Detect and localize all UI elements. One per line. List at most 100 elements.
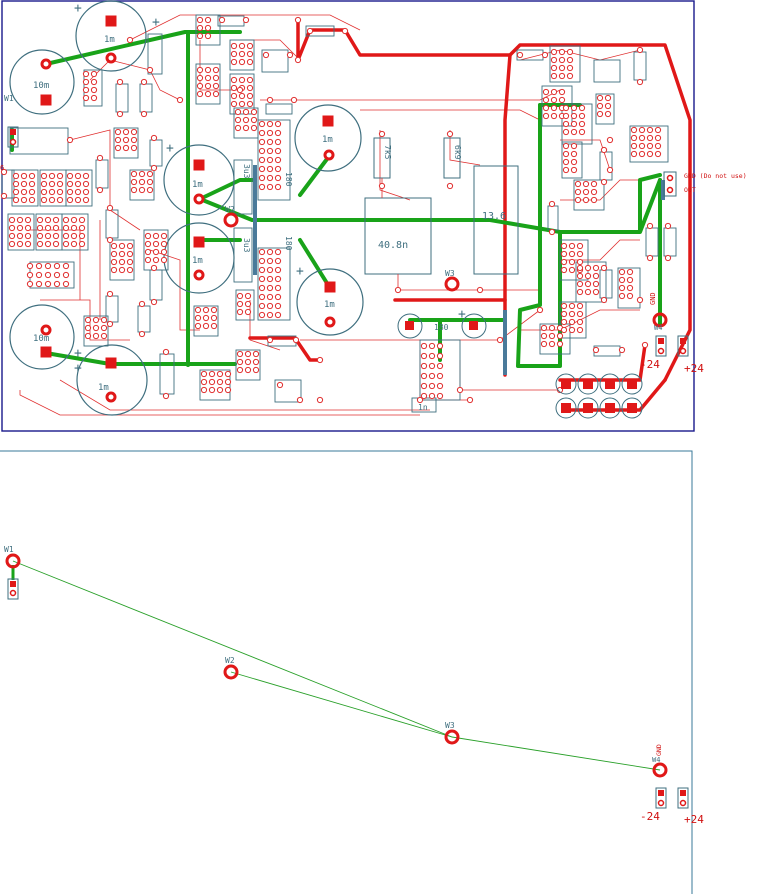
svg-text:1n: 1n	[418, 403, 428, 412]
via-pad	[316, 356, 324, 364]
via-pad	[244, 350, 252, 358]
via-pad	[92, 324, 100, 332]
via-pad	[40, 188, 48, 196]
via-pad	[44, 280, 52, 288]
via-pad	[26, 271, 34, 279]
blue-straps	[253, 165, 665, 375]
via-pad	[252, 350, 260, 358]
via-pad	[246, 84, 254, 92]
svg-text:3u3: 3u3	[242, 164, 251, 179]
via-pad	[118, 258, 126, 266]
via-pad	[242, 16, 250, 24]
via-pad	[570, 128, 578, 136]
via-pad	[218, 16, 226, 24]
cap-c6	[296, 268, 364, 336]
via-pad	[266, 284, 274, 292]
via-pad	[196, 32, 204, 40]
via-pad	[35, 271, 43, 279]
cap-c1	[75, 0, 147, 72]
via-pad	[664, 222, 672, 230]
via-pad	[246, 58, 254, 66]
via-pad	[126, 266, 134, 274]
via-pad	[24, 216, 32, 224]
via-pad	[294, 16, 302, 24]
via-pad	[140, 78, 148, 86]
via-pad	[274, 138, 282, 146]
note-out: OUT	[684, 186, 696, 194]
via-pad	[641, 341, 649, 349]
via-pad	[110, 250, 118, 258]
via-pad	[48, 180, 56, 188]
via-pad	[568, 258, 576, 266]
via-pad	[244, 358, 252, 366]
via-pad	[176, 96, 184, 104]
via-pad	[436, 372, 444, 380]
via-pad	[238, 92, 246, 100]
via-pad	[130, 128, 138, 136]
gnd-vertical-label: GND	[649, 292, 657, 305]
via-pad	[566, 56, 574, 64]
via-pad	[146, 186, 154, 194]
via-pad	[236, 358, 244, 366]
ratsnest-labels: W1 W2 W3 W4 GND -24 +24	[4, 545, 704, 826]
via-pad	[82, 94, 90, 102]
via-pad	[252, 358, 260, 366]
via-pad	[70, 240, 78, 248]
via-pad	[196, 16, 204, 24]
via-pad	[70, 232, 78, 240]
via-pad	[138, 178, 146, 186]
via-pad	[258, 174, 266, 182]
via-pad	[82, 196, 90, 204]
via-pad	[118, 250, 126, 258]
polarity-marks: + + + + + + +	[74, 1, 466, 376]
via-pad	[216, 378, 224, 386]
via-pad	[550, 56, 558, 64]
via-pad	[570, 142, 578, 150]
via-pad	[56, 180, 64, 188]
svg-text:+: +	[152, 15, 160, 30]
via-pad	[200, 386, 208, 394]
via-pad	[82, 180, 90, 188]
via-pad	[630, 126, 638, 134]
via-pad	[100, 332, 108, 340]
via-pad	[20, 188, 28, 196]
via-pad	[74, 188, 82, 196]
via-pad	[541, 51, 549, 59]
via-pad	[560, 326, 568, 334]
via-pad	[574, 196, 582, 204]
via-pad	[96, 154, 104, 162]
via-pad	[560, 302, 568, 310]
rn-w3-label: W3	[445, 721, 455, 730]
via-pad	[548, 200, 556, 208]
via-pad	[78, 232, 86, 240]
via-pad	[540, 332, 548, 340]
via-pad	[636, 296, 644, 304]
small-part-labels: 3u3 3u3 180 180	[242, 164, 293, 253]
via-pad	[216, 370, 224, 378]
via-pad	[24, 232, 32, 240]
via-pad	[576, 280, 584, 288]
connector-notes: GND (Do not use) OUT -24 +24 6	[0, 164, 747, 375]
via-pad	[274, 120, 282, 128]
via-pad	[556, 332, 564, 340]
via-pad	[562, 128, 570, 136]
via-pad	[274, 311, 282, 319]
via-pad	[558, 96, 566, 104]
via-pad	[150, 298, 158, 306]
via-pad	[576, 264, 584, 272]
svg-text:+: +	[166, 141, 174, 156]
via-pad	[44, 240, 52, 248]
via-pad	[52, 240, 60, 248]
via-pad	[576, 272, 584, 280]
via-pad	[250, 108, 258, 116]
svg-text:3u3: 3u3	[242, 238, 251, 253]
via-pad	[576, 250, 584, 258]
via-pad	[266, 302, 274, 310]
via-pad	[584, 280, 592, 288]
via-pad	[90, 86, 98, 94]
w1-label: W1	[4, 94, 14, 103]
via-pad	[106, 236, 114, 244]
via-pad	[150, 164, 158, 172]
via-pad	[626, 268, 634, 276]
via-pad	[570, 112, 578, 120]
